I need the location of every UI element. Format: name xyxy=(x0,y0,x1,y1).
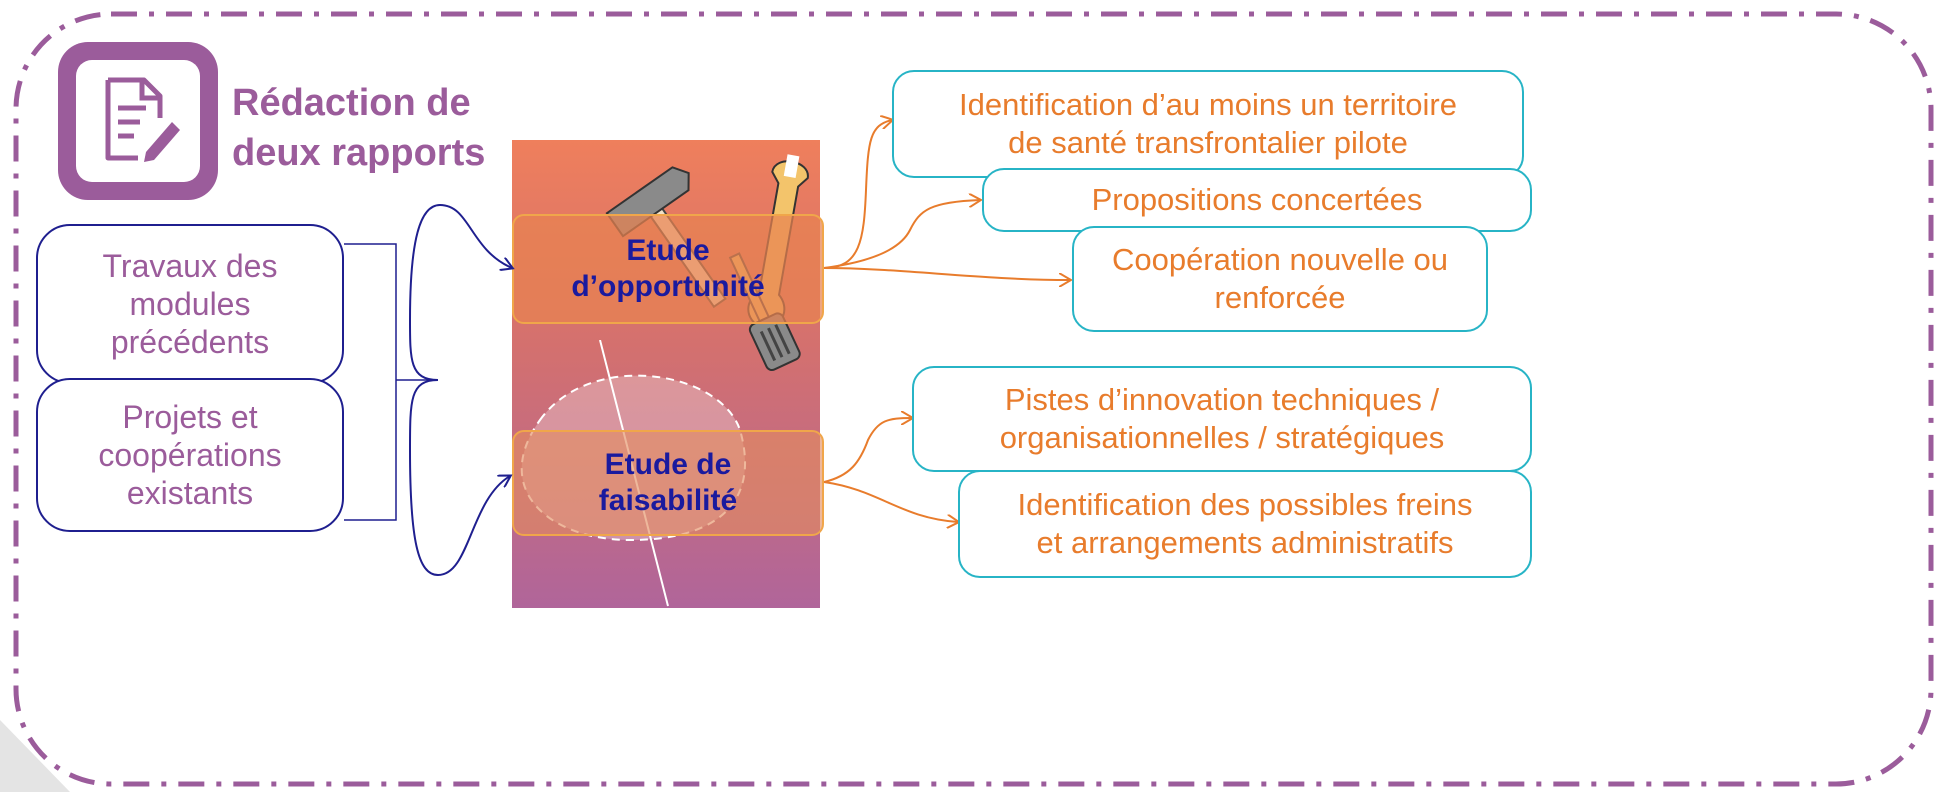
output-label: Identification des possibles freins et a… xyxy=(1017,487,1473,560)
document-edit-icon xyxy=(58,42,218,200)
output-label: Pistes d’innovation techniques / organis… xyxy=(999,382,1445,455)
output-box-innovation: Pistes d’innovation techniques / organis… xyxy=(912,366,1532,472)
output-label: Coopération nouvelle ou renforcée xyxy=(1111,242,1449,315)
stage-label: Etude de faisabilité xyxy=(598,448,738,517)
input-label: Travaux des modules précédents xyxy=(102,248,278,360)
input-box-existing-projects: Projets et coopérations existants xyxy=(36,378,344,532)
stage-opportunity: Etude d’opportunité xyxy=(512,214,824,324)
output-label: Identification d’au moins un territoire … xyxy=(959,87,1457,160)
output-box-obstacles: Identification des possibles freins et a… xyxy=(958,470,1532,578)
output-box-proposals: Propositions concertées xyxy=(982,168,1532,232)
output-box-pilot-territory: Identification d’au moins un territoire … xyxy=(892,70,1524,178)
input-box-previous-modules: Travaux des modules précédents xyxy=(36,224,344,384)
page-title: Rédaction de deux rapports xyxy=(232,82,486,174)
input-label: Projets et coopérations existants xyxy=(98,399,282,511)
stage-label: Etude d’opportunité xyxy=(571,234,765,303)
output-label: Propositions concertées xyxy=(1091,182,1423,217)
stage-feasibility: Etude de faisabilité xyxy=(512,430,824,536)
corner-decoration xyxy=(0,720,70,792)
output-box-cooperation: Coopération nouvelle ou renforcée xyxy=(1072,226,1488,332)
